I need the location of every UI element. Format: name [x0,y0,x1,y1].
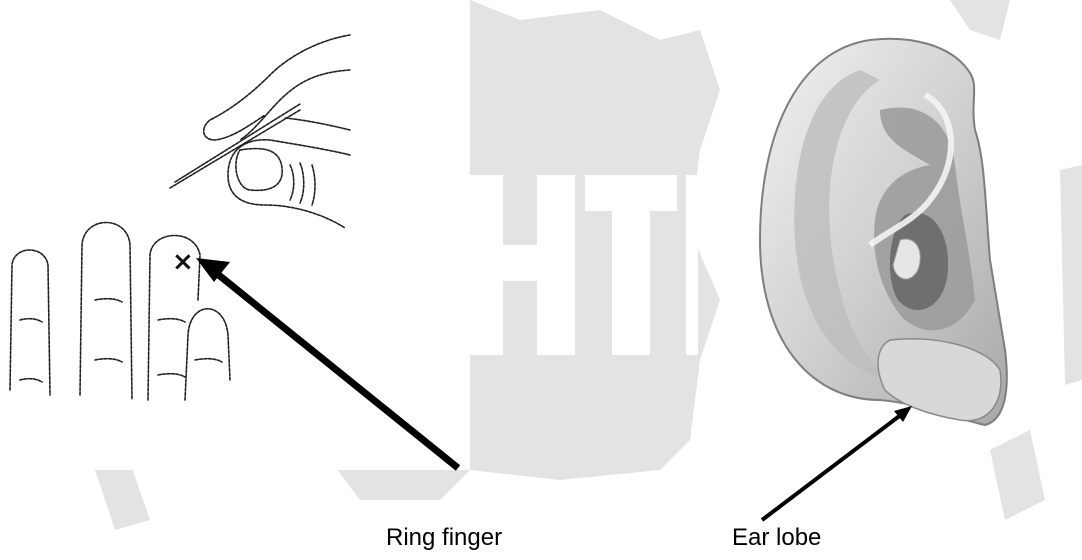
ring-finger-label: Ring finger [386,524,502,552]
ear-lobe-arrow-shaft [762,414,902,520]
ear-lobe-label: Ear lobe [732,524,821,552]
